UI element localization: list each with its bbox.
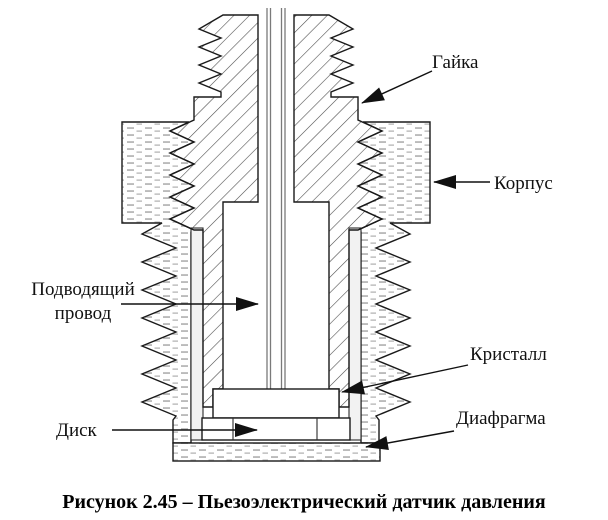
label-housing: Корпус: [494, 173, 553, 194]
label-crystal: Кристалл: [470, 344, 547, 365]
leader-nut: [361, 70, 433, 104]
label-diaphragm: Диафрагма: [456, 408, 546, 429]
label-lead-wire-line2: провод: [55, 303, 112, 324]
figure-caption: Рисунок 2.45 – Пьезоэлектрический датчик…: [62, 491, 546, 513]
label-lead-wire-line1: Подводящий: [31, 279, 135, 300]
sleeve-right: [348, 227, 362, 441]
label-disk: Диск: [56, 420, 98, 441]
leader-diaphragm: [365, 430, 455, 450]
leader-crystal: [341, 364, 469, 395]
lead-wire: [266, 8, 286, 389]
disk-element: [201, 417, 351, 441]
label-nut: Гайка: [432, 52, 479, 73]
sleeve-left: [190, 227, 204, 441]
diaphragm-plate: [172, 442, 381, 462]
crystal-element: [212, 388, 340, 419]
